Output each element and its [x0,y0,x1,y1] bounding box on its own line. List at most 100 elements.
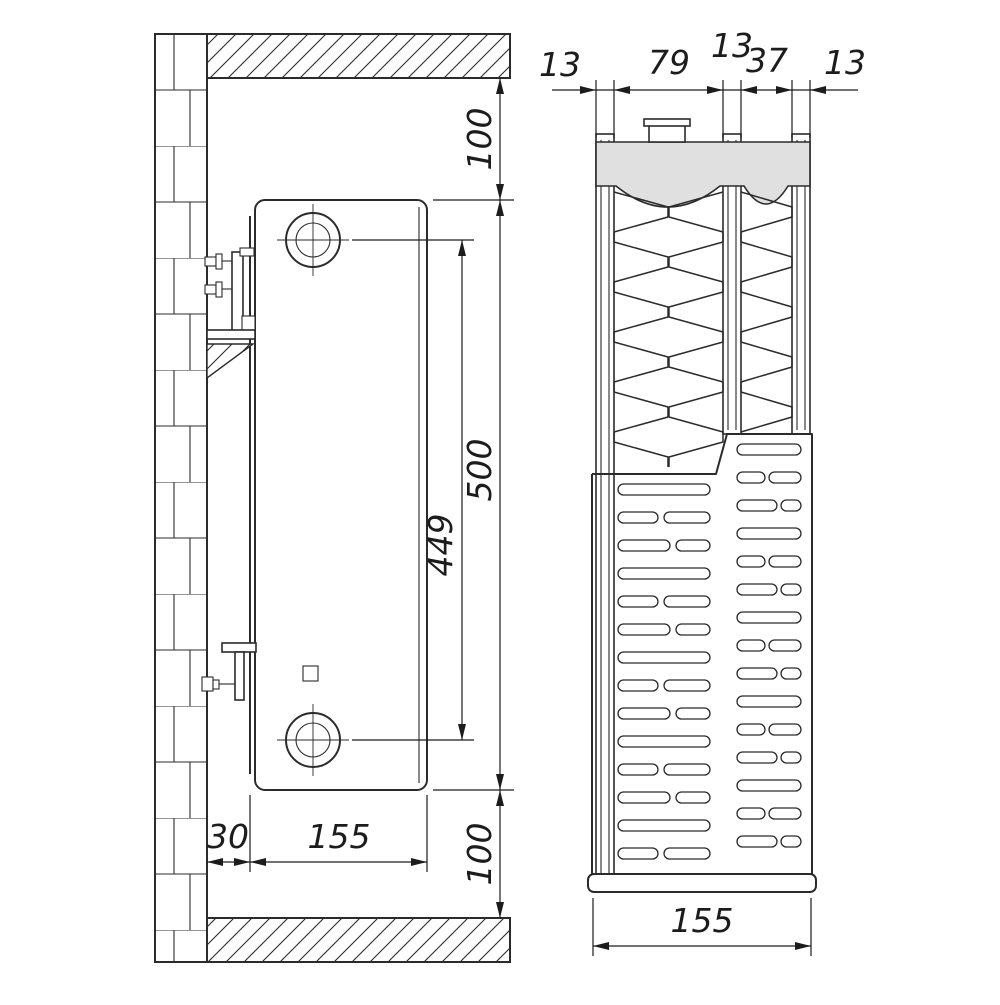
brick-wall [154,33,208,963]
dim-vertical-chain: 100 500 449 100 [352,78,514,918]
floor [206,917,511,963]
bracket-stem [234,651,245,701]
panel-walls [727,140,737,430]
grille-slot [768,723,802,736]
dim-bottom-chain: 30 155 [207,795,428,872]
grille-slot [617,735,711,748]
grille-slot [736,583,778,596]
fin-zigzag [668,191,724,467]
arrowhead [496,774,504,790]
side-view: 100 500 449 100 30 155 [154,33,514,963]
grille-slot [617,847,659,860]
grille-slot [736,527,802,540]
radiator-outline [254,199,428,791]
grille-right-column [736,443,802,848]
grille-slot [780,583,802,596]
base-plate [587,873,817,893]
wall-bracket-top [204,247,256,380]
grille-slot [617,707,671,720]
panel-walls [600,140,610,882]
grille-slot [663,763,711,776]
grille-slot [736,555,766,568]
arrowhead [614,86,630,94]
top-connection-port [277,204,349,276]
grille-slot [736,611,802,624]
grille-slot [736,779,802,792]
dim-label-convector-wide: 79 [648,43,690,82]
grille-left-column [617,483,711,860]
grille-slot [768,471,802,484]
arrowhead [707,86,723,94]
bottom-connection-port [277,704,349,776]
dim-label-wall-clearance: 30 [207,817,249,856]
grille-slot [736,471,766,484]
arrowhead [795,942,811,950]
grille-slot [617,595,659,608]
port-crosshair [277,704,349,776]
grille-slot [617,763,659,776]
grille-slot [617,651,711,664]
bracket-plate [231,251,244,339]
grille-slot [736,695,802,708]
bolt-washer [215,281,223,298]
bolt-head [204,284,217,295]
stub-flange [643,118,691,127]
dim-section-width: 155 [592,898,812,956]
dim-label-height: 500 [460,439,499,502]
grille-slot [675,707,711,720]
arrowhead [234,858,250,866]
grille-slot [675,791,711,804]
arrowhead [496,184,504,200]
dim-label-panel-left: 13 [539,45,581,84]
port-crosshair [277,204,349,276]
grille-slot [780,751,802,764]
arrowhead [411,858,427,866]
radiator-body [249,199,428,791]
panel-walls [796,140,806,430]
grille-slot [780,667,802,680]
dim-label-convector-narrow: 37 [746,41,788,80]
wall-anchor [201,676,214,692]
grille-slot [663,679,711,692]
stub-body [648,124,686,143]
grille-slot [736,807,766,820]
grille-slot [736,499,778,512]
dim-label-panel-right: 13 [824,43,866,82]
extension-lines-ports [352,239,474,741]
bracket-arm [206,329,256,340]
bolt-head [204,256,217,267]
grille-slot [617,819,711,832]
arrowhead [207,858,223,866]
dim-label-port-spacing: 449 [421,514,460,577]
extension-lines [595,80,811,138]
fin-zigzag [613,191,669,467]
convector-fins-wide [613,191,724,467]
grille-slot [663,847,711,860]
dim-label-section-width: 155 [671,901,734,940]
grille-slot [675,623,711,636]
dim-section-top-chain: 13 79 13 37 13 [539,26,866,138]
arrowhead [496,790,504,806]
dim-label-ceiling-gap: 100 [460,108,499,171]
grille-slot [617,483,711,496]
grille-slot [663,595,711,608]
arrowhead [458,240,466,256]
grille-casing-outline [591,433,813,876]
grille-slot [736,443,802,456]
bolt-washer [215,253,223,270]
arrowhead [496,200,504,216]
grille-slot [780,499,802,512]
grille-slot [736,723,766,736]
bracket-flange [221,642,257,653]
grille-slot [617,511,659,524]
arrowhead [250,858,266,866]
pipe-stub [643,118,691,143]
grille-slot [736,639,766,652]
dim-label-depth: 155 [308,817,371,856]
ceiling [206,33,511,79]
grille-slot [663,511,711,524]
left-panel [595,133,615,889]
grille-slot [736,751,778,764]
arrowhead [593,942,609,950]
